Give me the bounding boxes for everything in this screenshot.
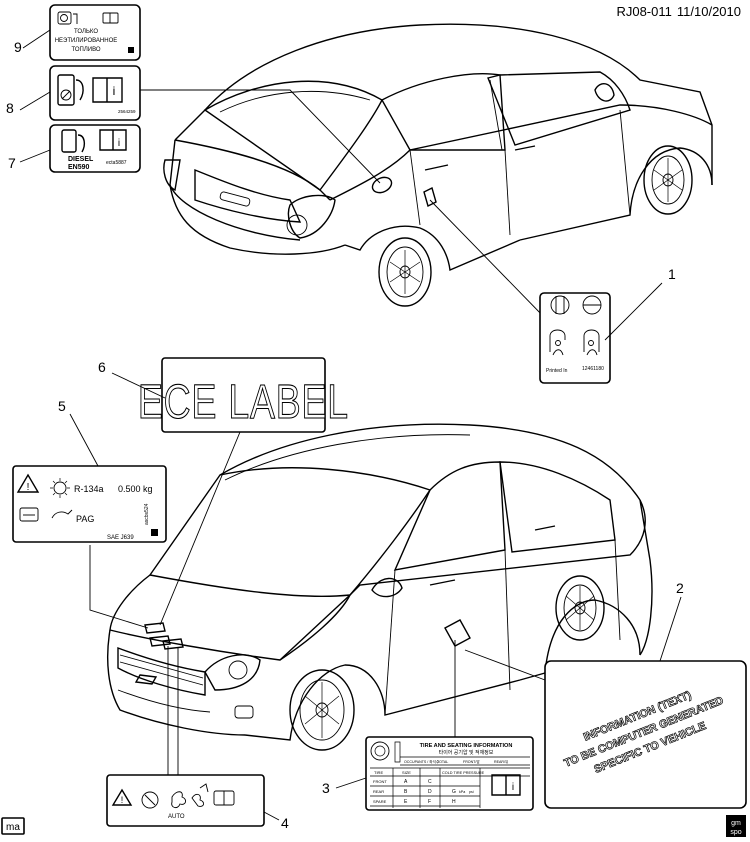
label-7-line1: DIESEL bbox=[68, 156, 94, 163]
label-3-e: E bbox=[404, 799, 408, 805]
label-9-line2: НЕЭТИЛИРОВАННОЕ bbox=[55, 38, 118, 44]
label-3-subtitle: 타이어 공기압 및 적재정보 bbox=[439, 749, 494, 756]
label-5-oil: PAG bbox=[76, 514, 94, 524]
label-3-row-spare: SPARE bbox=[373, 799, 387, 804]
svg-text:i: i bbox=[118, 138, 120, 149]
label-8-code: 2564259 bbox=[118, 109, 136, 114]
label-3-total: TOTAL bbox=[437, 760, 448, 764]
label-5-standard: SAE J639 bbox=[107, 535, 134, 541]
label-7-line2: EN590 bbox=[68, 164, 90, 171]
label-1-printed: Printed In bbox=[546, 368, 568, 374]
label-3-tire-info: TIRE AND SEATING INFORMATION 타이어 공기압 및 적… bbox=[365, 736, 534, 811]
callout-5: 5 bbox=[58, 398, 66, 414]
label-3-row-front: FRONT bbox=[373, 779, 387, 784]
footer-tag-ma: ma bbox=[1, 817, 25, 835]
svg-text:i: i bbox=[113, 84, 116, 98]
label-4-auto: AUTO bbox=[168, 814, 185, 820]
callout-7: 7 bbox=[8, 155, 16, 171]
label-3-row-rear: REAR bbox=[373, 789, 384, 794]
label-3-a: A bbox=[404, 779, 408, 785]
label-5-refrigerant: R-134a bbox=[74, 484, 104, 494]
label-9-line1: ТОЛЬКО bbox=[74, 29, 98, 35]
label-3-front: FRONT/앞 bbox=[463, 759, 480, 764]
callout-2: 2 bbox=[676, 580, 684, 596]
footer-spo-text: spo bbox=[730, 829, 741, 836]
label-1-door-info: Printed In 12461180 bbox=[539, 292, 611, 384]
label-3-h: H bbox=[452, 799, 456, 805]
footer-gm-spo-logo: gm spo bbox=[726, 815, 746, 837]
label-3-kpa: kPa bbox=[459, 790, 465, 794]
svg-text:i: i bbox=[512, 782, 514, 793]
label-5-amount: 0.500 kg bbox=[118, 484, 153, 494]
callout-8: 8 bbox=[6, 100, 14, 116]
footer-tag-ma-text: ma bbox=[6, 822, 20, 833]
svg-text:!: ! bbox=[121, 795, 124, 805]
callout-4: 4 bbox=[281, 815, 289, 831]
label-3-b: B bbox=[404, 789, 408, 795]
callout-6: 6 bbox=[98, 359, 106, 375]
label-3-size: SIZE bbox=[402, 770, 411, 775]
label-9-line3: ТОПЛИВО bbox=[71, 47, 100, 53]
label-3-f: F bbox=[428, 799, 431, 805]
label-5-code: ascbs524 bbox=[144, 503, 150, 525]
label-4-hvac: ! AUTO bbox=[106, 774, 265, 827]
label-7-code: ecta5887 bbox=[106, 160, 127, 166]
label-3-psi: psi bbox=[469, 790, 474, 794]
label-3-title: TIRE AND SEATING INFORMATION bbox=[420, 743, 513, 749]
leader-lines bbox=[89, 89, 546, 775]
label-1-code: 12461180 bbox=[582, 366, 604, 372]
label-3-d: D bbox=[428, 789, 432, 795]
label-3-g: G bbox=[452, 789, 456, 795]
label-3-rear: REAR/뒤 bbox=[494, 759, 508, 764]
label-3-tire: TIRE bbox=[374, 770, 383, 775]
callout-1: 1 bbox=[668, 266, 676, 282]
label-2-computer-generated: INFORMATION (TEXT) TO BE COMPUTER GENERA… bbox=[544, 660, 747, 809]
label-9-unleaded-fuel: ТОЛЬКО НЕЭТИЛИРОВАННОЕ ТОПЛИВО bbox=[49, 4, 141, 61]
label-3-pressure: COLD TIRE PRESSURE bbox=[442, 771, 485, 775]
footer-gm-text: gm bbox=[731, 820, 741, 827]
label-3-c: C bbox=[428, 779, 432, 785]
label-6-text: ECE LABEL bbox=[138, 376, 349, 430]
label-6-ece: ECE LABEL bbox=[137, 357, 349, 433]
label-7-diesel: i DIESEL EN590 ecta5887 bbox=[49, 124, 141, 173]
label-3-occupants: OCCUPANTS / 좌석수 bbox=[404, 759, 440, 764]
label-5-ac: ! R-134a 0.500 kg PAG SAE J639 ascbs524 bbox=[12, 465, 167, 543]
callout-3: 3 bbox=[322, 780, 330, 796]
svg-text:!: ! bbox=[27, 482, 30, 493]
label-8-fuel-info: i 2564259 bbox=[49, 65, 141, 121]
car-rear-view bbox=[163, 23, 713, 307]
callout-9: 9 bbox=[14, 39, 22, 55]
car-front-view bbox=[106, 423, 653, 751]
